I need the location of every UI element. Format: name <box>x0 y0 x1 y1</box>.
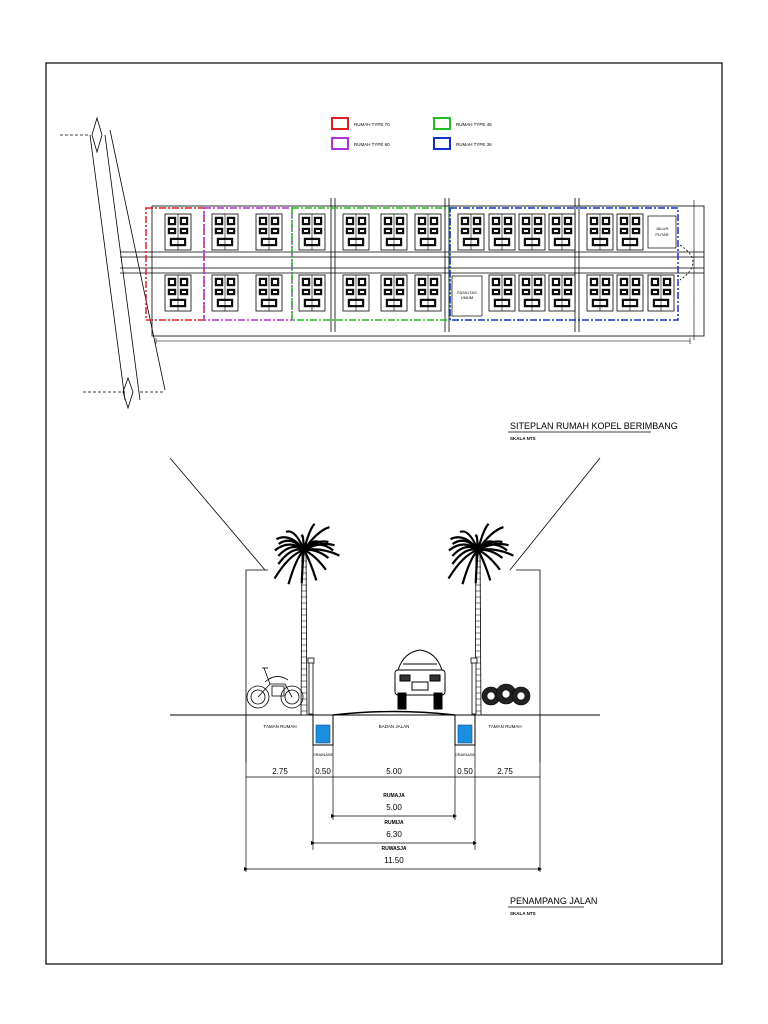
house-unit <box>342 213 370 251</box>
legend-label-type45: RUMAH TYPE 45 <box>456 122 492 127</box>
type-zones <box>145 207 679 321</box>
jalur-putar-label-1: JALUR <box>656 226 669 231</box>
house-unit <box>488 213 516 251</box>
access-road <box>60 116 166 410</box>
label-drainase-left: DRAINASE <box>313 752 334 757</box>
siteplan-scale: SKALA NTS <box>510 436 536 441</box>
perspective-lines <box>169 457 601 715</box>
house-unit <box>211 213 239 251</box>
label-badan-jalan: BADAN JALAN <box>379 724 410 729</box>
fasilitas-umum-lot <box>451 275 483 317</box>
palm-tree-left <box>273 523 340 716</box>
house-unit <box>414 213 442 251</box>
section-scale: SKALA NTS <box>510 911 536 916</box>
label-taman-rumah-right: TAMAN RUMAH <box>488 724 521 729</box>
rumija-value: 6.30 <box>386 830 402 839</box>
jalur-putar-label-2: PUTAR <box>655 232 668 237</box>
fasilitas-umum-label-2: UMUM <box>461 295 473 300</box>
drainage-left <box>312 714 334 746</box>
drainage-right <box>454 714 476 746</box>
house-unit <box>586 213 614 251</box>
zone-type36 <box>449 207 679 321</box>
fasilitas-umum-label-1: FASILITAS <box>457 290 477 295</box>
house-unit <box>616 274 644 312</box>
house-unit <box>548 213 576 251</box>
house-unit <box>548 274 576 312</box>
house-unit <box>380 213 408 251</box>
legend: RUMAH TYPE 70 RUMAH TYPE 60 RUMAH TYPE 4… <box>331 117 492 150</box>
house-unit <box>518 213 546 251</box>
ruwasja-label: RUWASJA <box>381 846 406 852</box>
house-unit <box>488 274 516 312</box>
house-units <box>164 213 675 312</box>
house-unit <box>380 274 408 312</box>
legend-swatch-type60 <box>331 137 349 150</box>
house-unit <box>414 274 442 312</box>
rumija-label: RUMIJA <box>384 820 404 826</box>
lamp-post-right <box>470 657 478 715</box>
legend-label-type60: RUMAH TYPE 60 <box>354 142 390 147</box>
sheet-border <box>45 62 723 965</box>
legend-swatch-type70 <box>331 117 349 130</box>
dim-road: 5.00 <box>386 767 402 776</box>
house-unit <box>164 274 192 312</box>
house-unit <box>457 213 485 251</box>
rumaja-label: RUMAJA <box>383 793 405 799</box>
shrubs-right <box>481 683 531 706</box>
ruwasja-value: 11.50 <box>384 856 404 865</box>
section-title: PENAMPANG JALAN <box>510 896 597 906</box>
house-unit <box>586 274 614 312</box>
house-unit <box>616 213 644 251</box>
house-unit <box>298 213 326 251</box>
ground-line <box>170 710 600 762</box>
dim-drain-left: 0.50 <box>315 767 331 776</box>
car-icon <box>394 649 446 710</box>
jalur-putar-lot <box>647 215 677 249</box>
house-unit <box>647 274 675 312</box>
lamp-post-left <box>307 657 315 715</box>
palm-tree-right <box>447 523 514 716</box>
dim-left: 2.75 <box>272 767 288 776</box>
house-unit <box>298 274 326 312</box>
label-drainase-right: DRAINASE <box>455 752 476 757</box>
motorcycle-icon <box>246 667 304 709</box>
house-unit <box>164 213 192 251</box>
legend-swatch-type36 <box>433 137 451 150</box>
dim-right: 2.75 <box>497 767 513 776</box>
legend-label-type70: RUMAH TYPE 70 <box>354 122 390 127</box>
house-unit <box>255 274 283 312</box>
street-section: TAMAN RUMAH BADAN JALAN TAMAN RUMAH DRAI… <box>169 457 601 916</box>
house-unit <box>518 274 546 312</box>
house-unit <box>255 213 283 251</box>
house-unit <box>211 274 239 312</box>
dim-drain-right: 0.50 <box>457 767 473 776</box>
label-taman-rumah-left: TAMAN RUMAH <box>263 724 296 729</box>
siteplan: FASILITAS UMUM JALUR PUTAR SITEPLAN RUMA… <box>60 116 705 441</box>
dimension-line-main <box>245 745 541 872</box>
legend-label-type36: RUMAH TYPE 36 <box>456 142 492 147</box>
rumaja-value: 5.00 <box>386 803 402 812</box>
site-outline <box>120 200 705 344</box>
siteplan-title: SITEPLAN RUMAH KOPEL BERIMBANG <box>510 421 678 431</box>
house-unit <box>342 274 370 312</box>
legend-swatch-type45 <box>433 117 451 130</box>
